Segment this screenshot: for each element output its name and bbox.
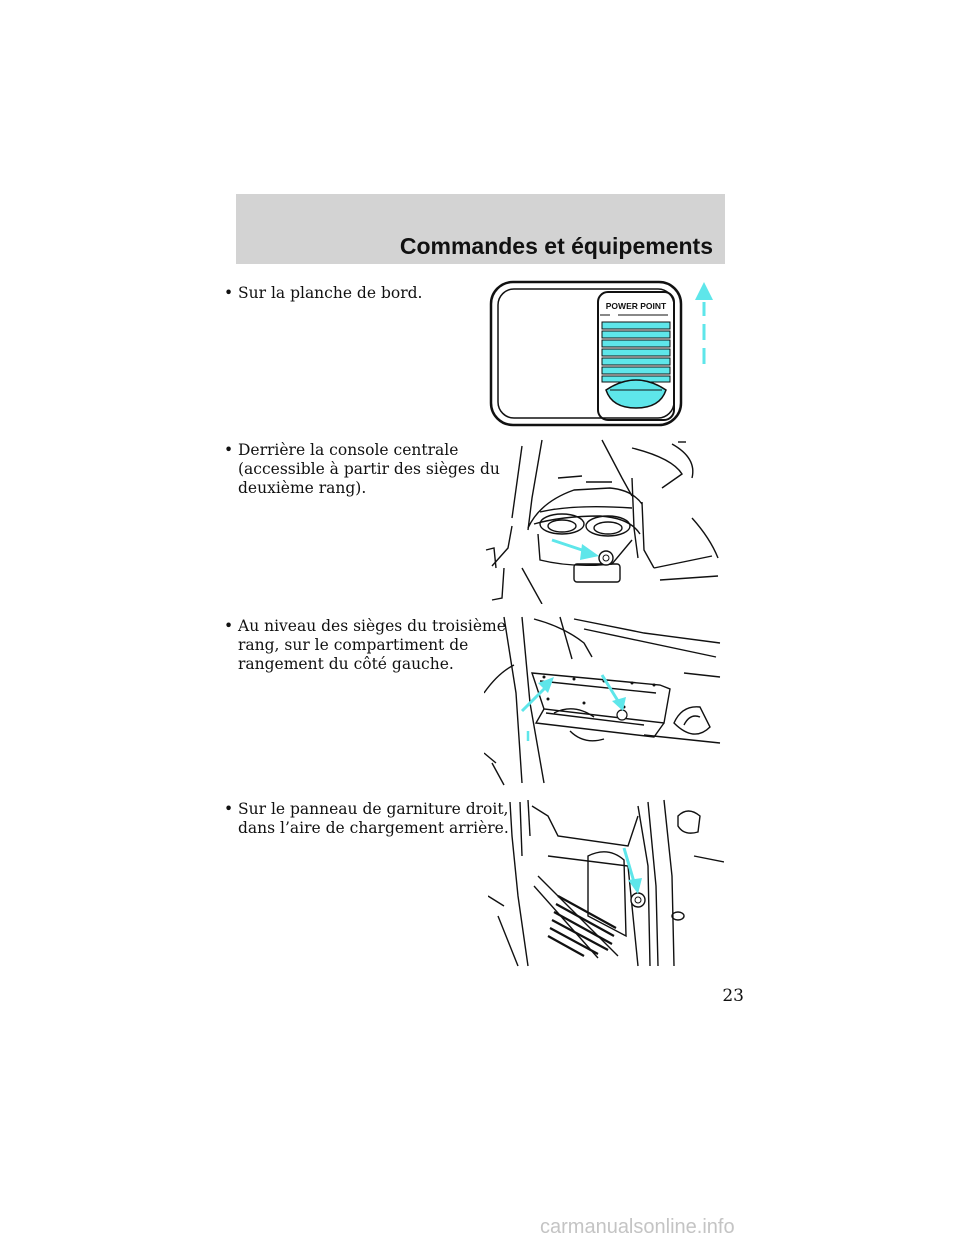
bullet-marker: • [224, 441, 234, 459]
bullet-marker: • [224, 617, 234, 635]
bullet-marker: • [224, 800, 234, 818]
list-item-text: Au niveau des sièges du troisième rang, … [238, 617, 506, 674]
page-title: Commandes et équipements [399, 233, 713, 259]
arrow-up-icon [695, 282, 713, 364]
arrow-right-icon [551, 538, 599, 560]
text-line: Sur le panneau de garniture droit, [238, 800, 509, 818]
text-line: Derrière la console centrale [238, 441, 459, 459]
text-line: rang, sur le compartiment de [238, 636, 469, 654]
text-line: Sur la planche de bord. [238, 284, 423, 302]
text-line: Au niveau des sièges du troisième [238, 617, 506, 635]
instrument-panel-power-point-illustration: POWER POINT [489, 280, 713, 427]
list-item-text: Derrière la console centrale (accessible… [238, 441, 500, 498]
power-point-label: POWER POINT [606, 301, 667, 311]
rear-cargo-power-point-illustration [488, 799, 724, 967]
page-number: 23 [722, 986, 744, 1006]
third-row-storage-power-point-illustration [484, 616, 721, 786]
text-line: dans l’aire de chargement arrière. [238, 819, 509, 837]
arrow-down-icon [600, 674, 626, 711]
arrow-down-icon [622, 847, 642, 894]
list-item-text: Sur la planche de bord. [238, 284, 478, 303]
text-line: (accessible à partir des sièges du [238, 460, 500, 478]
header-band: Commandes et équipements [236, 194, 725, 264]
center-console-power-point-illustration [485, 439, 719, 604]
text-line: rangement du côté gauche. [238, 655, 454, 673]
watermark[interactable]: carmanualsonline.info [540, 1216, 735, 1238]
bullet-marker: • [224, 284, 234, 302]
arrow-up-icon [520, 677, 554, 741]
list-item-text: Sur le panneau de garniture droit, dans … [238, 800, 509, 838]
text-line: deuxième rang). [238, 479, 367, 497]
